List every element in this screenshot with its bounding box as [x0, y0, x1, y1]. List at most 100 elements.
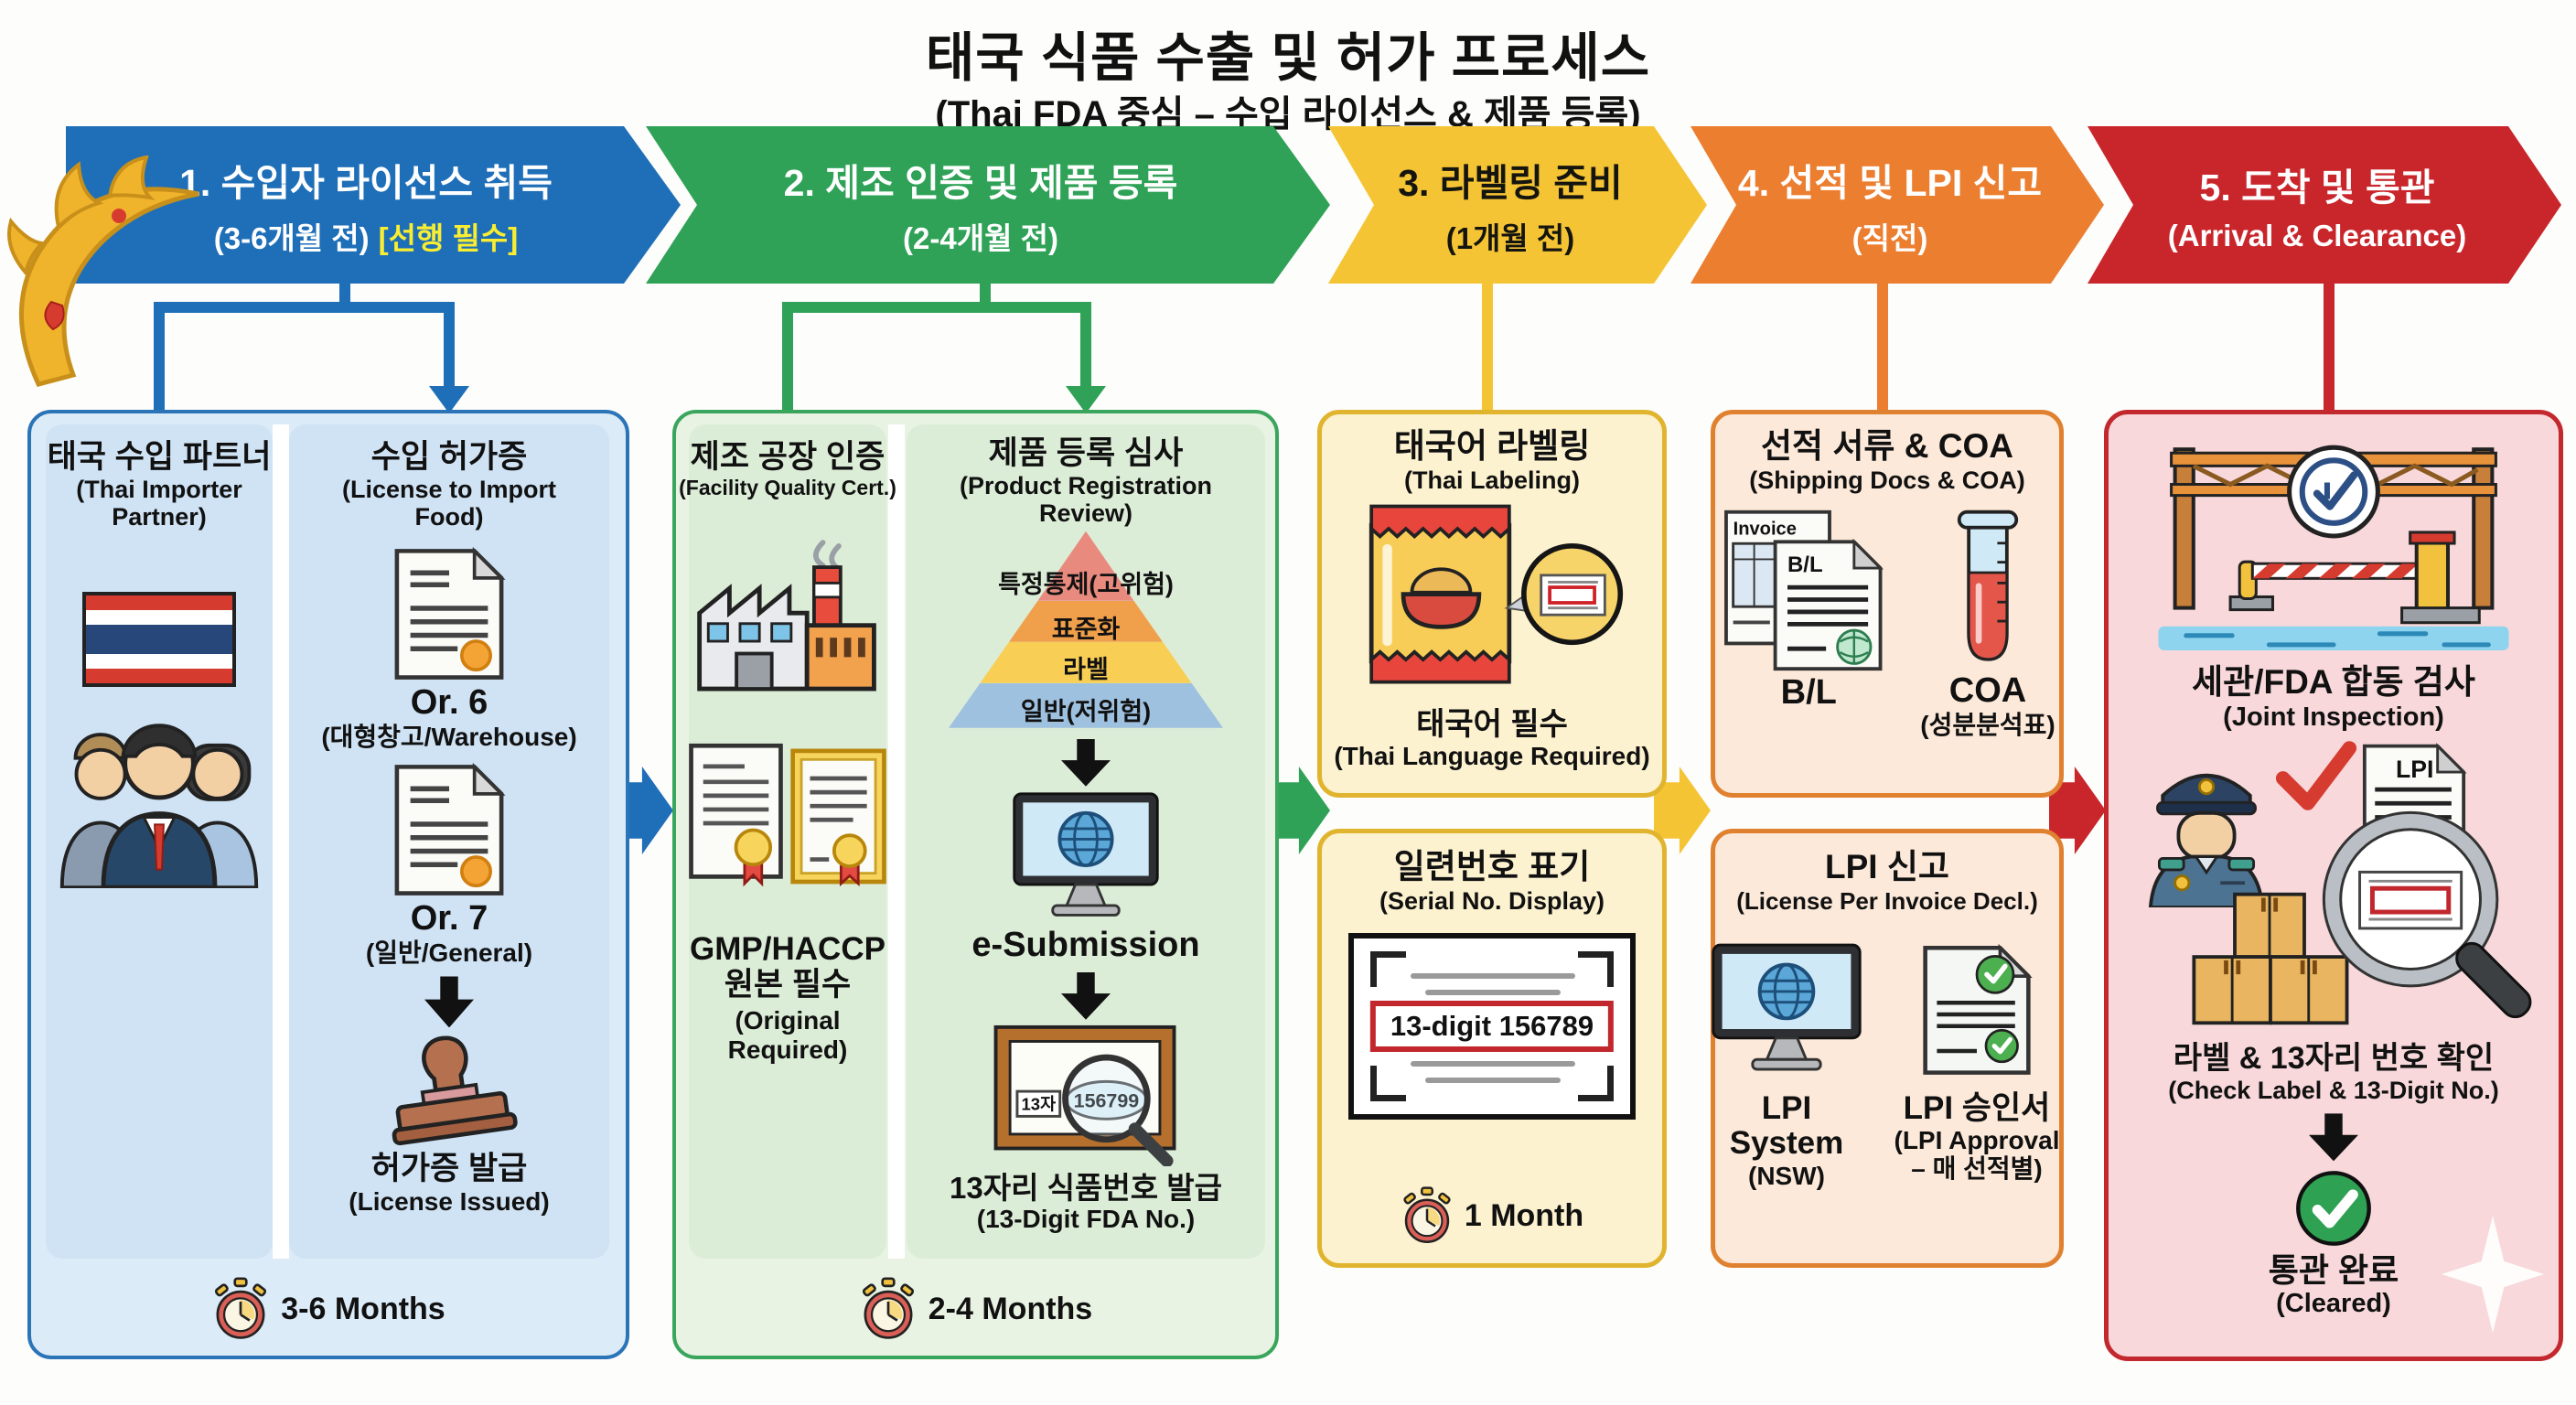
- stage4-arrow-time: (직전): [1852, 221, 1928, 255]
- stage4-arrow: 4. 선적 및 LPI 신고 (직전): [1690, 126, 2104, 284]
- license-subtitle: (License to Import Food): [341, 476, 557, 531]
- gmp-note: (Original Required): [727, 1006, 848, 1064]
- gmp-line2: 원본 필수: [724, 966, 852, 1003]
- stage2-connector-right-drop: [1080, 302, 1091, 388]
- label-line: [1411, 1060, 1575, 1067]
- arrival-clearance-panel: 세관/FDA 합동 검사 (Joint Inspection) LPI: [2104, 410, 2563, 1361]
- down-arrow-icon: [424, 976, 474, 1028]
- registration-title: 제품 등록 심사: [988, 435, 1184, 471]
- stage3-arrow: 3. 라벨링 준비 (1개월 전): [1328, 126, 1707, 284]
- bracket-icon: [1578, 1065, 1614, 1101]
- cleared-subtitle: (Cleared): [2276, 1288, 2391, 1318]
- fda-no-note: (13-Digit FDA No.): [976, 1205, 1196, 1234]
- magnifier-label-icon: [2322, 810, 2532, 1019]
- serial-subtitle: (Serial No. Display): [1379, 886, 1605, 915]
- label-line: [1411, 972, 1575, 979]
- pyramid-level-3: [980, 641, 1192, 683]
- labeling-subtitle: (Thai Labeling): [1404, 466, 1580, 494]
- lpi-approval-note: (LPI Approval – 매 선적별): [1894, 1126, 2060, 1184]
- down-arrow-icon: [1061, 971, 1111, 1020]
- stamp-icon: [392, 1036, 518, 1146]
- cleared-title: 통관 완료: [2268, 1251, 2399, 1290]
- risk-pyramid: 특정통제(고위험) 표준화 라벨 일반(저위험): [949, 531, 1223, 728]
- stage2-connector-stub: [980, 282, 991, 306]
- pyramid-label-1: 특정통제(고위험): [998, 570, 1174, 598]
- monitor-globe-icon: [1013, 792, 1159, 917]
- or6-label: Or. 6: [410, 682, 488, 722]
- bl-label: B/L: [1780, 672, 1837, 712]
- thai-importer-partner-box: 태국 수입 파트너 (Thai Importer Partner): [46, 424, 273, 1259]
- check-subtitle: (Check Label & 13-Digit No.): [2168, 1077, 2499, 1105]
- stage2-panel: 제조 공장 인증 (Facility Quality Cert.): [672, 410, 1279, 1359]
- timer-icon: [862, 1277, 914, 1339]
- check-title: 라벨 & 13자리 번호 확인: [2173, 1041, 2495, 1077]
- or6-note: (대형창고/Warehouse): [321, 722, 577, 751]
- product-registration-box: 제품 등록 심사 (Product Registration Review) 특…: [907, 424, 1265, 1259]
- stage1-connector-bar: [154, 302, 455, 313]
- serial-title: 일련번호 표기: [1393, 848, 1591, 885]
- stage1-badge: [선행 필수]: [378, 221, 519, 255]
- serial-display-box: 일련번호 표기 (Serial No. Display) 13-digit 15…: [1317, 829, 1667, 1268]
- thai-ornament-icon: [7, 156, 199, 387]
- labeling-title: 태국어 라벨링: [1393, 427, 1591, 465]
- gmp-line1: GMP/HACCP: [690, 931, 886, 968]
- partner-subtitle: (Thai Importer Partner): [76, 476, 242, 531]
- fda-tag-number: 156799: [1074, 1089, 1140, 1111]
- lpi-doc-label: LPI: [2396, 756, 2433, 783]
- stage5-connector-drop: [2324, 282, 2334, 412]
- bracket-icon: [1370, 1065, 1406, 1101]
- thai-labeling-box: 태국어 라벨링 (Thai Labeling) 태국어 필수 (Thai Lan…: [1317, 410, 1667, 798]
- snack-bag-icon: [1368, 504, 1624, 684]
- lpi-declaration-box: LPI 신고 (License Per Invoice Decl.): [1711, 829, 2064, 1268]
- inspection-cluster: LPI: [2130, 735, 2538, 1039]
- pyramid-label-4: 일반(저위험): [1020, 697, 1152, 725]
- facility-subtitle: (Facility Quality Cert.): [679, 476, 896, 500]
- stage3-connector-drop: [1482, 282, 1493, 412]
- stage2-duration-text: 2-4 Months: [928, 1291, 1093, 1326]
- lpi-approval-label: LPI 승인서: [1903, 1089, 2051, 1126]
- import-license-box: 수입 허가증 (License to Import Food) Or. 6 (대…: [289, 424, 609, 1259]
- issued-label: 허가증 발급: [370, 1151, 528, 1187]
- lpi-system-label: LPI System: [1729, 1089, 1844, 1162]
- labeling-required-note: (Thai Language Required): [1334, 742, 1650, 771]
- stage1-connector-stub: [339, 282, 350, 306]
- coa-label: COA: [1948, 670, 2027, 710]
- green-check-icon: [2296, 1171, 2371, 1247]
- stage1-connector-arrowhead-icon: [429, 386, 469, 413]
- stage5-arrow-label: 5. 도착 및 통관: [2199, 166, 2435, 209]
- flag-thailand-icon: [82, 591, 236, 687]
- stage2-connector-bar: [782, 302, 1091, 313]
- stage1-arrow-label: 1. 수입자 라이선스 취득: [179, 162, 553, 204]
- pyramid-label-3: 라벨: [1063, 655, 1109, 683]
- bracket-icon: [1370, 950, 1406, 987]
- esubmission-label: e-Submission: [971, 925, 1200, 964]
- or7-note: (일반/General): [365, 938, 533, 968]
- pyramid-label-2: 표준화: [1051, 615, 1121, 643]
- invoice-bl-docs-icon: Invoice B/L: [1724, 509, 1884, 670]
- lpi-system-icon: [1712, 943, 1862, 1071]
- officer-icon: [2148, 773, 2265, 908]
- pyramid-level-4: [949, 682, 1223, 728]
- stage1-connector-right-drop: [444, 302, 455, 388]
- labeling-required: 태국어 필수: [1416, 706, 1568, 742]
- fda-tag-prefix: 13자: [1022, 1094, 1057, 1113]
- inspection-title: 세관/FDA 합동 검사: [2192, 663, 2475, 701]
- timer-icon: [215, 1277, 267, 1339]
- cargo-boxes-icon: [2192, 892, 2349, 1025]
- invoice-label: Invoice: [1733, 519, 1797, 539]
- stage1-panel-divider: [273, 424, 289, 1259]
- stage2-connector-left-drop: [782, 302, 793, 415]
- serial-digits: 13-digit 156789: [1369, 1000, 1615, 1052]
- or7-label: Or. 7: [410, 899, 488, 938]
- document-seal-icon: [394, 762, 506, 896]
- lpi-subtitle: (License Per Invoice Decl.): [1736, 886, 2038, 915]
- stage2-panel-divider: [888, 424, 905, 1259]
- document-seal-icon: [394, 546, 506, 680]
- factory-icon: [697, 540, 876, 692]
- coa-note: (성분분석표): [1920, 710, 2055, 739]
- lpi-approval-doc-icon: [1923, 943, 2033, 1075]
- stage5-arrow-time: (Arrival & Clearance): [2167, 219, 2467, 252]
- stage4-connector-drop: [1877, 282, 1888, 412]
- certificates-icon: [689, 744, 886, 887]
- stage2-arrow: 2. 제조 인증 및 제품 등록 (2-4개월 전): [646, 126, 1330, 284]
